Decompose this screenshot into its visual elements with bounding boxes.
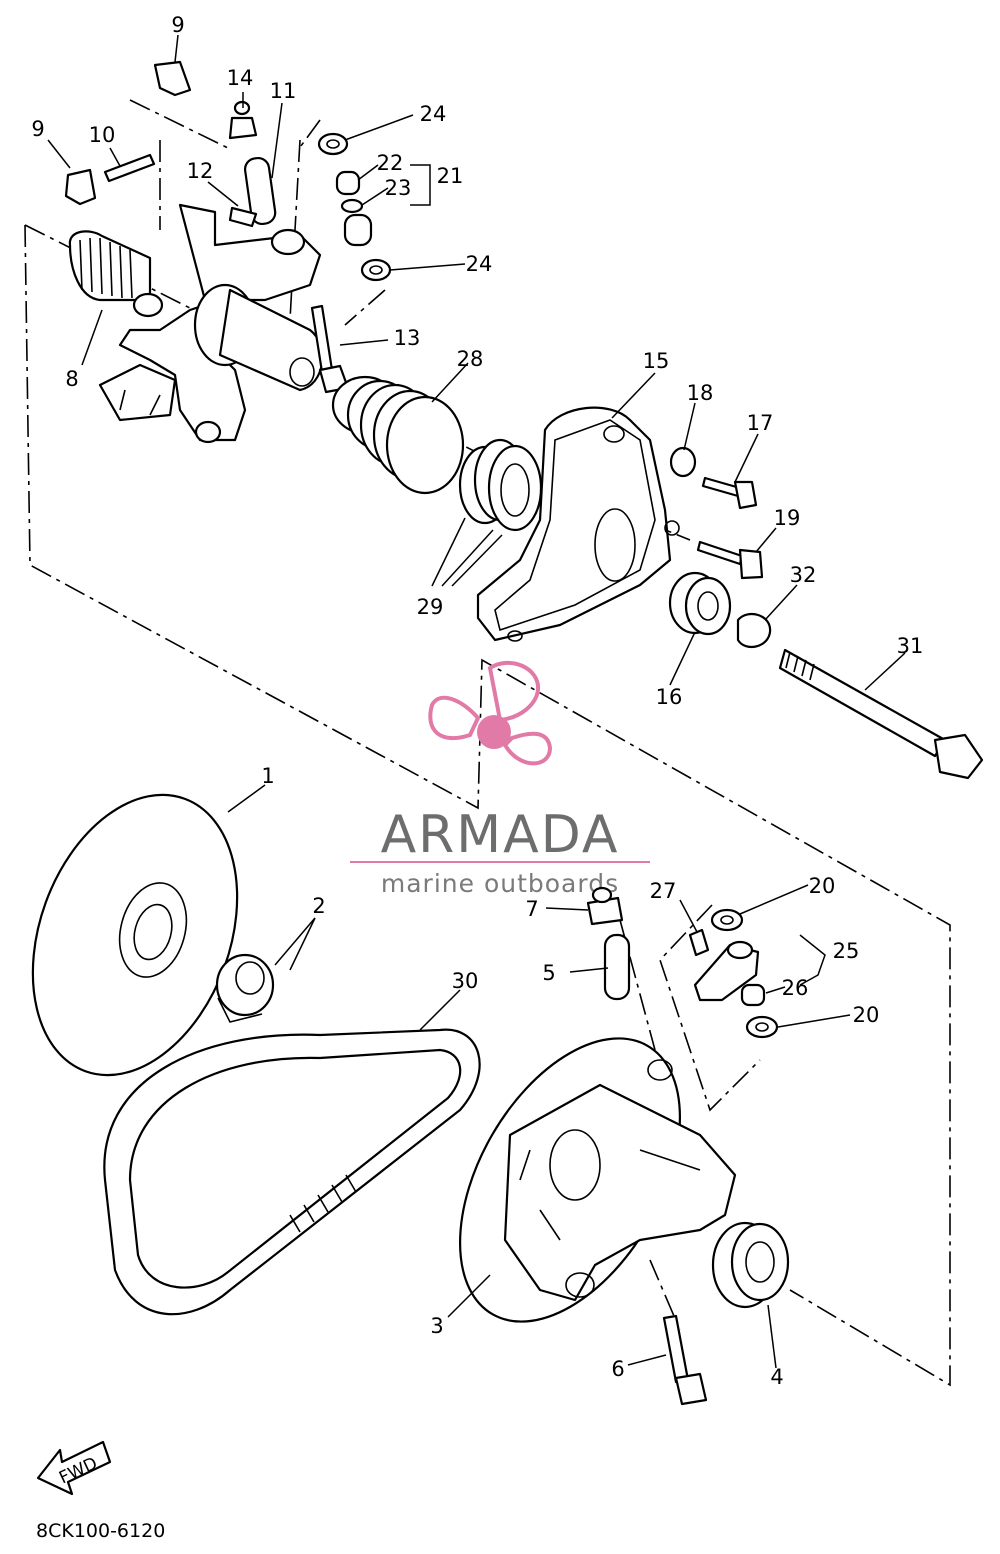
drive-belt-30 — [103, 1028, 481, 1316]
nut-14 — [228, 116, 258, 140]
collar-22 — [335, 170, 361, 196]
callout-32: 32 — [790, 563, 817, 587]
watermark-title: ARMADA — [381, 805, 620, 865]
callout-23: 23 — [385, 176, 412, 200]
bolt-17 — [701, 476, 742, 498]
nut-14-top — [233, 100, 251, 116]
primary-sheave-hub — [68, 203, 324, 444]
leader-lines — [47, 34, 906, 1369]
callout-17: 17 — [747, 411, 774, 435]
callout-20-bottom: 20 — [853, 1003, 880, 1027]
callout-7: 7 — [525, 897, 538, 921]
callout-29: 29 — [417, 595, 444, 619]
washer-24-top — [317, 132, 349, 156]
callout-12: 12 — [187, 159, 214, 183]
collar-11 — [243, 156, 277, 226]
bolt-31 — [778, 648, 984, 780]
washer-20-bottom — [745, 1015, 779, 1039]
callout-1: 1 — [261, 764, 274, 788]
washer-20-bottom-hole — [755, 1022, 769, 1032]
collar-32 — [736, 612, 772, 649]
bushing-16 — [668, 571, 732, 636]
callout-4: 4 — [770, 1365, 783, 1389]
callout-20-top: 20 — [809, 874, 836, 898]
callout-5: 5 — [542, 961, 555, 985]
oil-seal-4 — [711, 1221, 790, 1309]
nut-7-top — [591, 886, 613, 904]
callout-24-top: 24 — [420, 102, 447, 126]
callout-9-left: 9 — [31, 117, 44, 141]
washer-18 — [669, 446, 697, 478]
forward-arrow-indicator: FWD — [36, 1440, 112, 1496]
callout-18: 18 — [687, 381, 714, 405]
washer-23 — [340, 198, 364, 214]
callout-3: 3 — [430, 1314, 443, 1338]
collar-26 — [740, 983, 766, 1007]
callout-16: 16 — [656, 685, 683, 709]
slider-9-top — [153, 60, 192, 97]
callout-14: 14 — [227, 66, 254, 90]
callout-8: 8 — [65, 367, 78, 391]
roller-21 — [343, 213, 373, 247]
assembly-outline-right — [619, 904, 761, 1331]
callout-21: 21 — [437, 164, 464, 188]
callout-19: 19 — [774, 506, 801, 530]
pin-10 — [103, 153, 156, 183]
propeller-icon — [428, 660, 553, 766]
bolt-19-head — [738, 548, 764, 580]
callout-15: 15 — [643, 349, 670, 373]
washer-20-top-hole — [720, 915, 734, 925]
washer-20-top — [710, 908, 744, 932]
pin-27 — [688, 928, 710, 957]
bolt-17-head — [733, 480, 758, 510]
callout-24-bottom: 24 — [466, 252, 493, 276]
bracket-25 — [799, 934, 826, 986]
callout-10: 10 — [89, 123, 116, 147]
callout-9-top: 9 — [171, 13, 184, 37]
collar-5 — [603, 933, 631, 1001]
cover-15 — [476, 406, 672, 642]
bolt-6 — [662, 1314, 690, 1384]
callout-28: 28 — [457, 347, 484, 371]
boot-29 — [458, 438, 543, 532]
bracket-21 — [410, 164, 431, 206]
armada-watermark: ARMADA marine outboards — [350, 660, 650, 898]
callout-6: 6 — [611, 1357, 624, 1381]
spring-28 — [331, 375, 465, 495]
bolt-6-head — [674, 1372, 708, 1406]
washer-24-bottom — [360, 258, 392, 282]
callout-numbers: 9 9 10 11 12 13 14 24 22 23 21 24 8 28 1… — [31, 13, 923, 1389]
sliding-sheave-3 — [458, 1037, 737, 1323]
washer-24-bottom-hole — [369, 265, 383, 275]
watermark-subtitle: marine outboards — [381, 869, 619, 898]
diagram-code: 8CK100-6120 — [36, 1520, 165, 1542]
slider-9-left — [64, 168, 97, 206]
arm-25-boss — [726, 940, 754, 960]
callout-26: 26 — [782, 976, 809, 1000]
callout-30: 30 — [452, 969, 479, 993]
screw-12 — [228, 206, 258, 228]
bushing-2 — [215, 953, 275, 1023]
callout-11: 11 — [270, 79, 297, 103]
bolt-19 — [696, 540, 744, 566]
assembly-outline-lower — [129, 99, 641, 501]
callout-13: 13 — [394, 326, 421, 350]
callout-31: 31 — [897, 634, 924, 658]
washer-24-top-hole — [326, 139, 340, 149]
callout-22: 22 — [377, 151, 404, 175]
callout-25: 25 — [833, 939, 860, 963]
callout-2: 2 — [312, 894, 325, 918]
callout-27: 27 — [650, 879, 677, 903]
